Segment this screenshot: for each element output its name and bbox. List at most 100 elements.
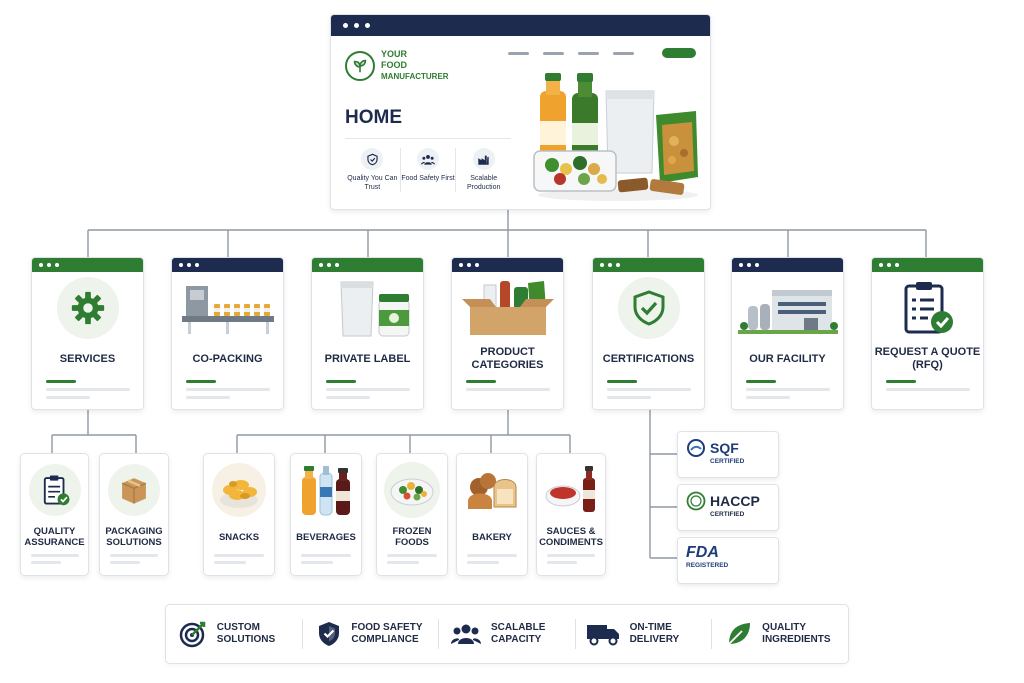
- feature-label: Quality You Can Trust: [347, 175, 398, 191]
- browser-bar: [872, 258, 983, 272]
- feature-label: Scalable Production: [466, 175, 501, 191]
- divider: [345, 138, 511, 139]
- facility-icon: [737, 290, 838, 334]
- section-title: CERTIFICATIONS: [602, 352, 695, 365]
- category-card-bakery[interactable]: BAKERY: [456, 453, 528, 576]
- truck-icon: [586, 625, 619, 646]
- category-title: FROZEN FOODS: [392, 526, 432, 548]
- home-page-card[interactable]: YOUR FOOD MANUFACTURER HOME Quality You …: [330, 14, 711, 210]
- cert-status: CERTIFIED: [710, 511, 745, 518]
- top-nav: [508, 48, 696, 58]
- cert-name: HACCP: [710, 493, 760, 509]
- section-title: PRIVATE LABEL: [324, 352, 411, 365]
- feature-label: Food Safety First: [401, 175, 455, 182]
- feature-item: Food Safety First: [401, 148, 457, 192]
- frozen-bowl-icon: [384, 462, 440, 518]
- cert-badge-haccp[interactable]: HACCP CERTIFIED: [677, 484, 779, 531]
- leaf-icon: [728, 623, 751, 645]
- brand-line-2: FOOD: [381, 60, 407, 70]
- shield-check-icon: [361, 148, 384, 170]
- people-icon: [417, 148, 439, 170]
- value-prop-item: ON-TIME DELIVERY: [576, 619, 713, 649]
- nav-cta-button[interactable]: [662, 48, 696, 58]
- section-card-request-a-quote[interactable]: REQUEST A QUOTE (RFQ): [871, 257, 984, 410]
- haccp-seal-icon: [686, 491, 706, 511]
- cert-name: FDA: [686, 544, 719, 561]
- section-title: OUR FACILITY: [749, 352, 826, 365]
- value-prop-label: SCALABLE CAPACITY: [490, 622, 546, 645]
- category-title: BEVERAGES: [296, 531, 356, 543]
- value-prop-label: ON-TIME DELIVERY: [629, 622, 680, 645]
- browser-bar: [32, 258, 143, 272]
- feature-item: Quality You Can Trust: [345, 148, 401, 192]
- section-title: SERVICES: [59, 352, 116, 365]
- factory-icon: [472, 148, 495, 170]
- brand-line-1: YOUR: [381, 49, 408, 59]
- value-prop-item: FOOD SAFETY COMPLIANCE: [303, 619, 440, 649]
- value-prop-item: CUSTOM SOLUTIONS: [166, 619, 303, 649]
- section-card-product-categories[interactable]: PRODUCT CATEGORIES: [451, 257, 564, 410]
- page-title: HOME: [345, 107, 402, 128]
- nav-link[interactable]: [543, 51, 564, 55]
- category-title: SNACKS: [218, 531, 260, 543]
- browser-bar: [312, 258, 423, 272]
- section-title: CO-PACKING: [192, 352, 263, 365]
- cert-status: CERTIFIED: [710, 458, 745, 465]
- conveyor-icon: [181, 286, 274, 334]
- subpage-card-quality-assurance[interactable]: QUALITY ASSURANCE: [20, 453, 89, 576]
- gear-icon: [56, 277, 119, 339]
- chips-bowl-icon: [212, 463, 266, 517]
- cert-status: REGISTERED: [686, 562, 729, 569]
- browser-bar: [452, 258, 563, 272]
- category-card-beverages[interactable]: BEVERAGES: [290, 453, 362, 576]
- feature-item: Scalable Production: [456, 148, 511, 192]
- bottles-icon: [302, 466, 350, 516]
- value-prop-item: QUALITY INGREDIENTS: [712, 619, 848, 649]
- value-props-bar: CUSTOM SOLUTIONS FOOD SAFETY COMPLIANCE …: [165, 604, 849, 664]
- shield-check-icon: [319, 622, 340, 646]
- box-icon: [108, 464, 160, 516]
- browser-bar: [331, 15, 710, 36]
- section-title: PRODUCT CATEGORIES: [471, 346, 544, 371]
- value-prop-item: SCALABLE CAPACITY: [439, 619, 576, 649]
- browser-bar: [593, 258, 704, 272]
- feature-row: Quality You Can Trust Food Safety First …: [345, 148, 511, 192]
- browser-bar: [732, 258, 843, 272]
- category-title: BAKERY: [472, 531, 512, 543]
- section-card-services[interactable]: SERVICES: [31, 257, 144, 410]
- section-card-certifications[interactable]: CERTIFICATIONS: [592, 257, 705, 410]
- nav-link[interactable]: [508, 51, 529, 55]
- brand-line-3: MANUFACTURER: [381, 72, 449, 81]
- browser-bar: [172, 258, 283, 272]
- nav-link[interactable]: [578, 51, 599, 55]
- section-card-our-facility[interactable]: OUR FACILITY: [731, 257, 844, 410]
- category-title: SAUCES & CONDIMENTS: [539, 526, 603, 548]
- subpage-title: QUALITY ASSURANCE: [24, 526, 85, 548]
- shield-check-icon: [617, 277, 680, 339]
- value-prop-label: QUALITY INGREDIENTS: [762, 622, 831, 645]
- category-card-sauces-condiments[interactable]: SAUCES & CONDIMENTS: [536, 453, 606, 576]
- cert-badge-sqf[interactable]: SQF CERTIFIED: [677, 431, 779, 478]
- value-prop-label: CUSTOM SOLUTIONS: [216, 622, 276, 645]
- category-card-frozen-foods[interactable]: FROZEN FOODS: [376, 453, 448, 576]
- subpage-card-packaging-solutions[interactable]: PACKAGING SOLUTIONS: [99, 453, 169, 576]
- people-icon: [450, 624, 481, 644]
- nav-link[interactable]: [613, 51, 634, 55]
- section-title: REQUEST A QUOTE (RFQ): [874, 346, 981, 371]
- product-box-icon: [461, 281, 554, 335]
- section-card-co-packing[interactable]: CO-PACKING: [171, 257, 284, 410]
- subpage-title: PACKAGING SOLUTIONS: [105, 526, 163, 548]
- pouch-jar-icon: [339, 281, 409, 337]
- clipboard-check-icon: [904, 282, 953, 334]
- leaf-icon: [345, 50, 375, 81]
- value-prop-label: FOOD SAFETY COMPLIANCE: [351, 622, 423, 645]
- sqf-logo-icon: [687, 439, 705, 457]
- cert-badge-fda[interactable]: FDA REGISTERED: [677, 537, 779, 584]
- target-icon: [179, 621, 206, 648]
- section-card-private-label[interactable]: PRIVATE LABEL: [311, 257, 424, 410]
- bread-icon: [468, 473, 517, 509]
- cert-name: SQF: [710, 440, 739, 456]
- category-card-snacks[interactable]: SNACKS: [203, 453, 275, 576]
- brand-logo[interactable]: YOUR FOOD MANUFACTURER: [345, 49, 449, 82]
- sauce-icon: [545, 466, 595, 512]
